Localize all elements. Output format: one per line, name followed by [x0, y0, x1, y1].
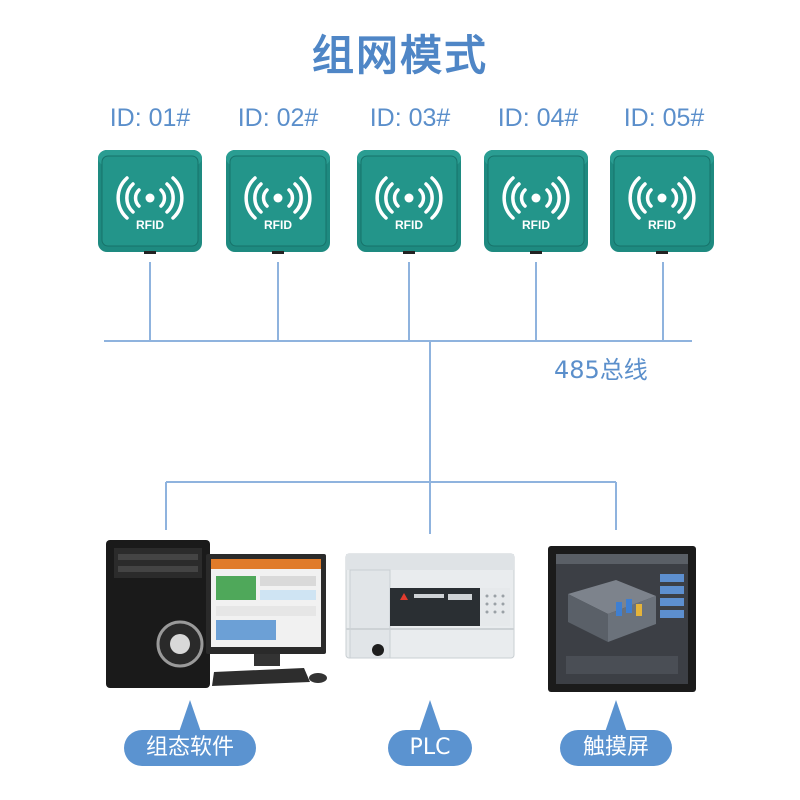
reader-id-label: ID: 04# — [497, 104, 579, 132]
rfid-badge-text: RFID — [522, 218, 550, 232]
device-label-callout: PLC — [388, 700, 472, 766]
callout-pointer — [419, 700, 441, 732]
callout-pointer — [605, 700, 627, 732]
reader-id-label: ID: 02# — [237, 104, 319, 132]
device-name-label: 组态软件 — [124, 730, 256, 766]
plc-controller-icon — [345, 553, 515, 659]
rfid-reader-device: RFID — [98, 150, 202, 254]
rfid-badge-text: RFID — [264, 218, 292, 232]
rfid-reader-device: RFID — [357, 150, 461, 254]
rfid-badge-text: RFID — [395, 218, 423, 232]
touch-screen-icon — [548, 546, 696, 692]
desktop-computer-icon — [106, 540, 327, 688]
device-name-label: PLC — [388, 730, 472, 766]
reader-id-label: ID: 01# — [109, 104, 191, 132]
reader-id-label: ID: 03# — [369, 104, 451, 132]
rfid-badge-text: RFID — [136, 218, 164, 232]
bus-label: 485总线 — [554, 356, 648, 384]
device-label-callout: 组态软件 — [124, 700, 256, 766]
rfid-reader-device: RFID — [226, 150, 330, 254]
callout-pointer — [179, 700, 201, 732]
device-name-label: 触摸屏 — [560, 730, 672, 766]
rfid-reader-device: RFID — [484, 150, 588, 254]
device-label-callout: 触摸屏 — [560, 700, 672, 766]
diagram-title: 组网模式 — [311, 31, 488, 80]
rfid-badge-text: RFID — [648, 218, 676, 232]
rfid-reader-device: RFID — [610, 150, 714, 254]
reader-id-label: ID: 05# — [623, 104, 705, 132]
